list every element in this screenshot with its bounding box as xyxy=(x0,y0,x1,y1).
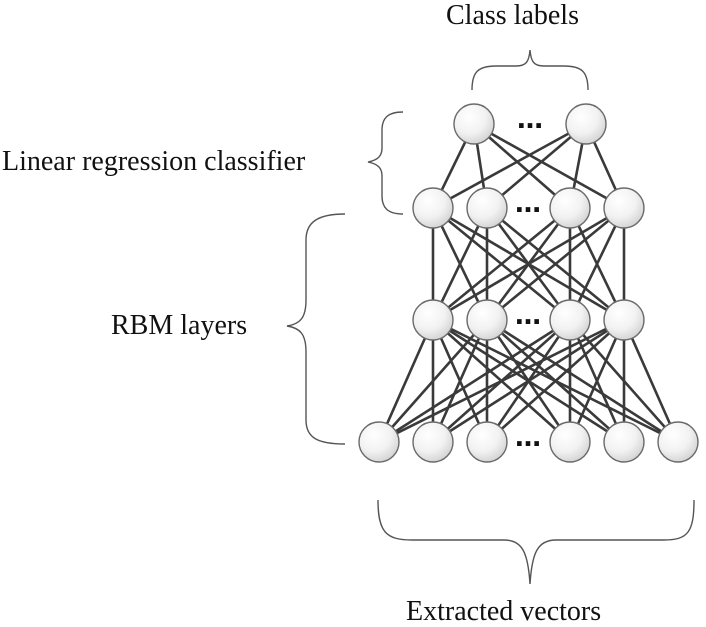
edge-hidden-1-3-to-input-0 xyxy=(377,318,626,444)
linear-classifier-brace xyxy=(367,111,404,215)
node-hidden-1-2 xyxy=(549,299,591,341)
node-input-4 xyxy=(603,421,645,463)
edge-hidden-1-1-to-input-5 xyxy=(485,318,680,444)
connection-edges xyxy=(377,122,680,444)
node-class-output-0 xyxy=(453,103,495,145)
edge-hidden-2-2-to-hidden-1-0 xyxy=(431,206,572,322)
node-input-1 xyxy=(412,421,454,463)
class-labels-brace xyxy=(471,49,589,91)
edge-class-output-1-to-hidden-2-0 xyxy=(431,122,588,210)
node-hidden-2-2 xyxy=(549,187,591,229)
node-hidden-1-0 xyxy=(412,299,454,341)
node-class-output-1 xyxy=(565,103,607,145)
ellipsis-class-output: … xyxy=(517,105,543,135)
rbm-layers-brace xyxy=(286,213,346,445)
edge-class-output-0-to-hidden-2-2 xyxy=(472,122,572,210)
node-hidden-1-3 xyxy=(603,299,645,341)
linear-regression-classifier-label: Linear regression classifier xyxy=(2,146,306,177)
edge-hidden-1-3-to-input-3 xyxy=(568,318,626,444)
extracted-vectors-brace xyxy=(377,499,695,585)
class-labels-label: Class labels xyxy=(446,0,579,31)
grouping-braces xyxy=(286,49,695,585)
edge-class-output-0-to-hidden-2-3 xyxy=(472,122,626,210)
edge-hidden-2-3-to-hidden-1-2 xyxy=(568,206,626,322)
edge-hidden-1-2-to-input-0 xyxy=(377,318,572,444)
edge-hidden-1-1-to-input-0 xyxy=(377,318,489,444)
node-input-5 xyxy=(657,421,699,463)
edge-hidden-1-0-to-input-0 xyxy=(377,318,435,444)
ellipsis-hidden-1: … xyxy=(515,301,541,331)
ellipsis-input: … xyxy=(515,423,541,453)
edge-hidden-1-3-to-input-5 xyxy=(622,318,680,444)
edge-hidden-2-1-to-hidden-1-0 xyxy=(431,206,489,322)
node-hidden-2-1 xyxy=(466,187,508,229)
node-hidden-2-0 xyxy=(412,187,454,229)
node-input-0 xyxy=(358,421,400,463)
edge-hidden-1-1-to-input-1 xyxy=(431,318,489,444)
edge-hidden-2-3-to-hidden-1-1 xyxy=(485,206,626,322)
edge-class-output-1-to-hidden-2-1 xyxy=(485,122,588,210)
ellipsis-markers: … … … … xyxy=(515,105,543,453)
ellipsis-hidden-2: … xyxy=(515,189,541,219)
network-nodes xyxy=(358,103,699,463)
rbm-layers-label: RBM layers xyxy=(111,310,248,341)
edge-hidden-1-3-to-input-2 xyxy=(485,318,626,444)
node-hidden-2-3 xyxy=(603,187,645,229)
edge-hidden-2-3-to-hidden-1-0 xyxy=(431,206,626,322)
extracted-vectors-label: Extracted vectors xyxy=(406,596,602,627)
node-input-3 xyxy=(549,421,591,463)
node-input-2 xyxy=(466,421,508,463)
edge-hidden-1-3-to-input-1 xyxy=(431,318,626,444)
node-hidden-1-1 xyxy=(466,299,508,341)
